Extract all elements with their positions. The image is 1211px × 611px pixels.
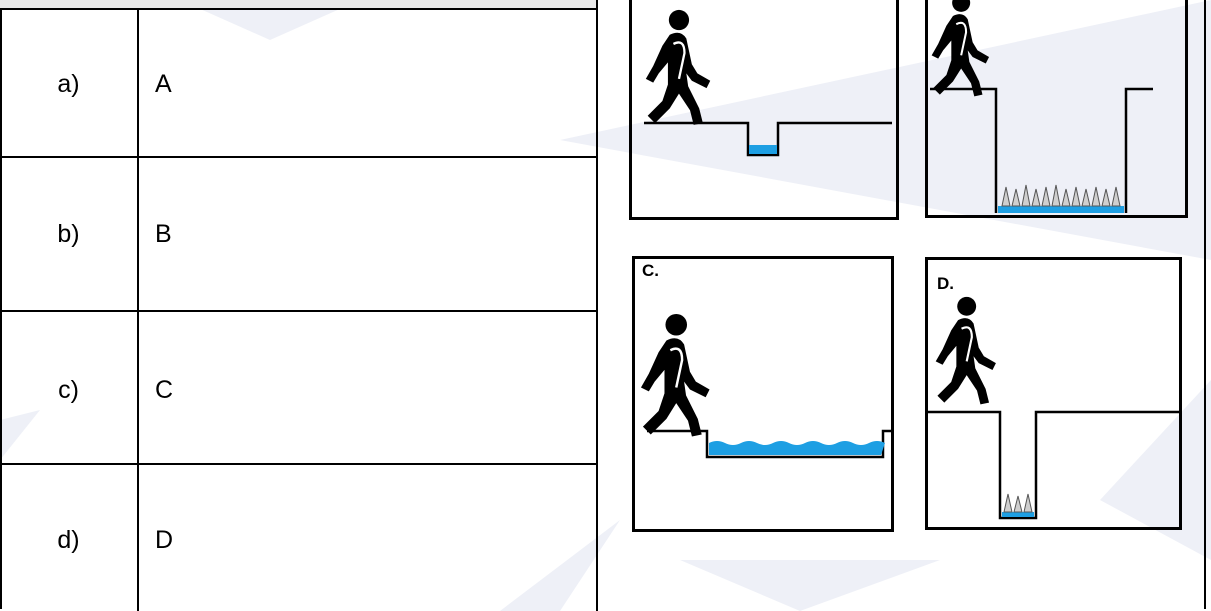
walking-person-icon bbox=[646, 10, 710, 125]
option-b-text: B bbox=[155, 220, 172, 249]
walking-person-icon bbox=[932, 0, 989, 96]
panel-d: D. bbox=[925, 257, 1182, 530]
option-a-text: A bbox=[155, 70, 172, 99]
panel-b bbox=[925, 0, 1188, 218]
walking-person-icon bbox=[936, 297, 996, 405]
panel-a bbox=[629, 0, 899, 220]
option-c-text: C bbox=[155, 376, 173, 405]
option-d-text: D bbox=[155, 526, 173, 555]
column-divider bbox=[596, 0, 598, 611]
panel-c: C. bbox=[632, 256, 894, 532]
row-separator bbox=[0, 310, 596, 312]
option-d-letter: d) bbox=[0, 526, 137, 555]
option-c-letter: c) bbox=[0, 376, 137, 405]
option-b-letter: b) bbox=[0, 220, 137, 249]
spikes-icon bbox=[1004, 494, 1032, 512]
row-separator bbox=[0, 156, 596, 158]
table-header-strip bbox=[0, 0, 596, 10]
spikes-icon bbox=[1002, 185, 1120, 206]
option-a-letter: a) bbox=[0, 70, 137, 99]
row-separator bbox=[0, 463, 596, 465]
walking-person-icon bbox=[641, 314, 710, 436]
